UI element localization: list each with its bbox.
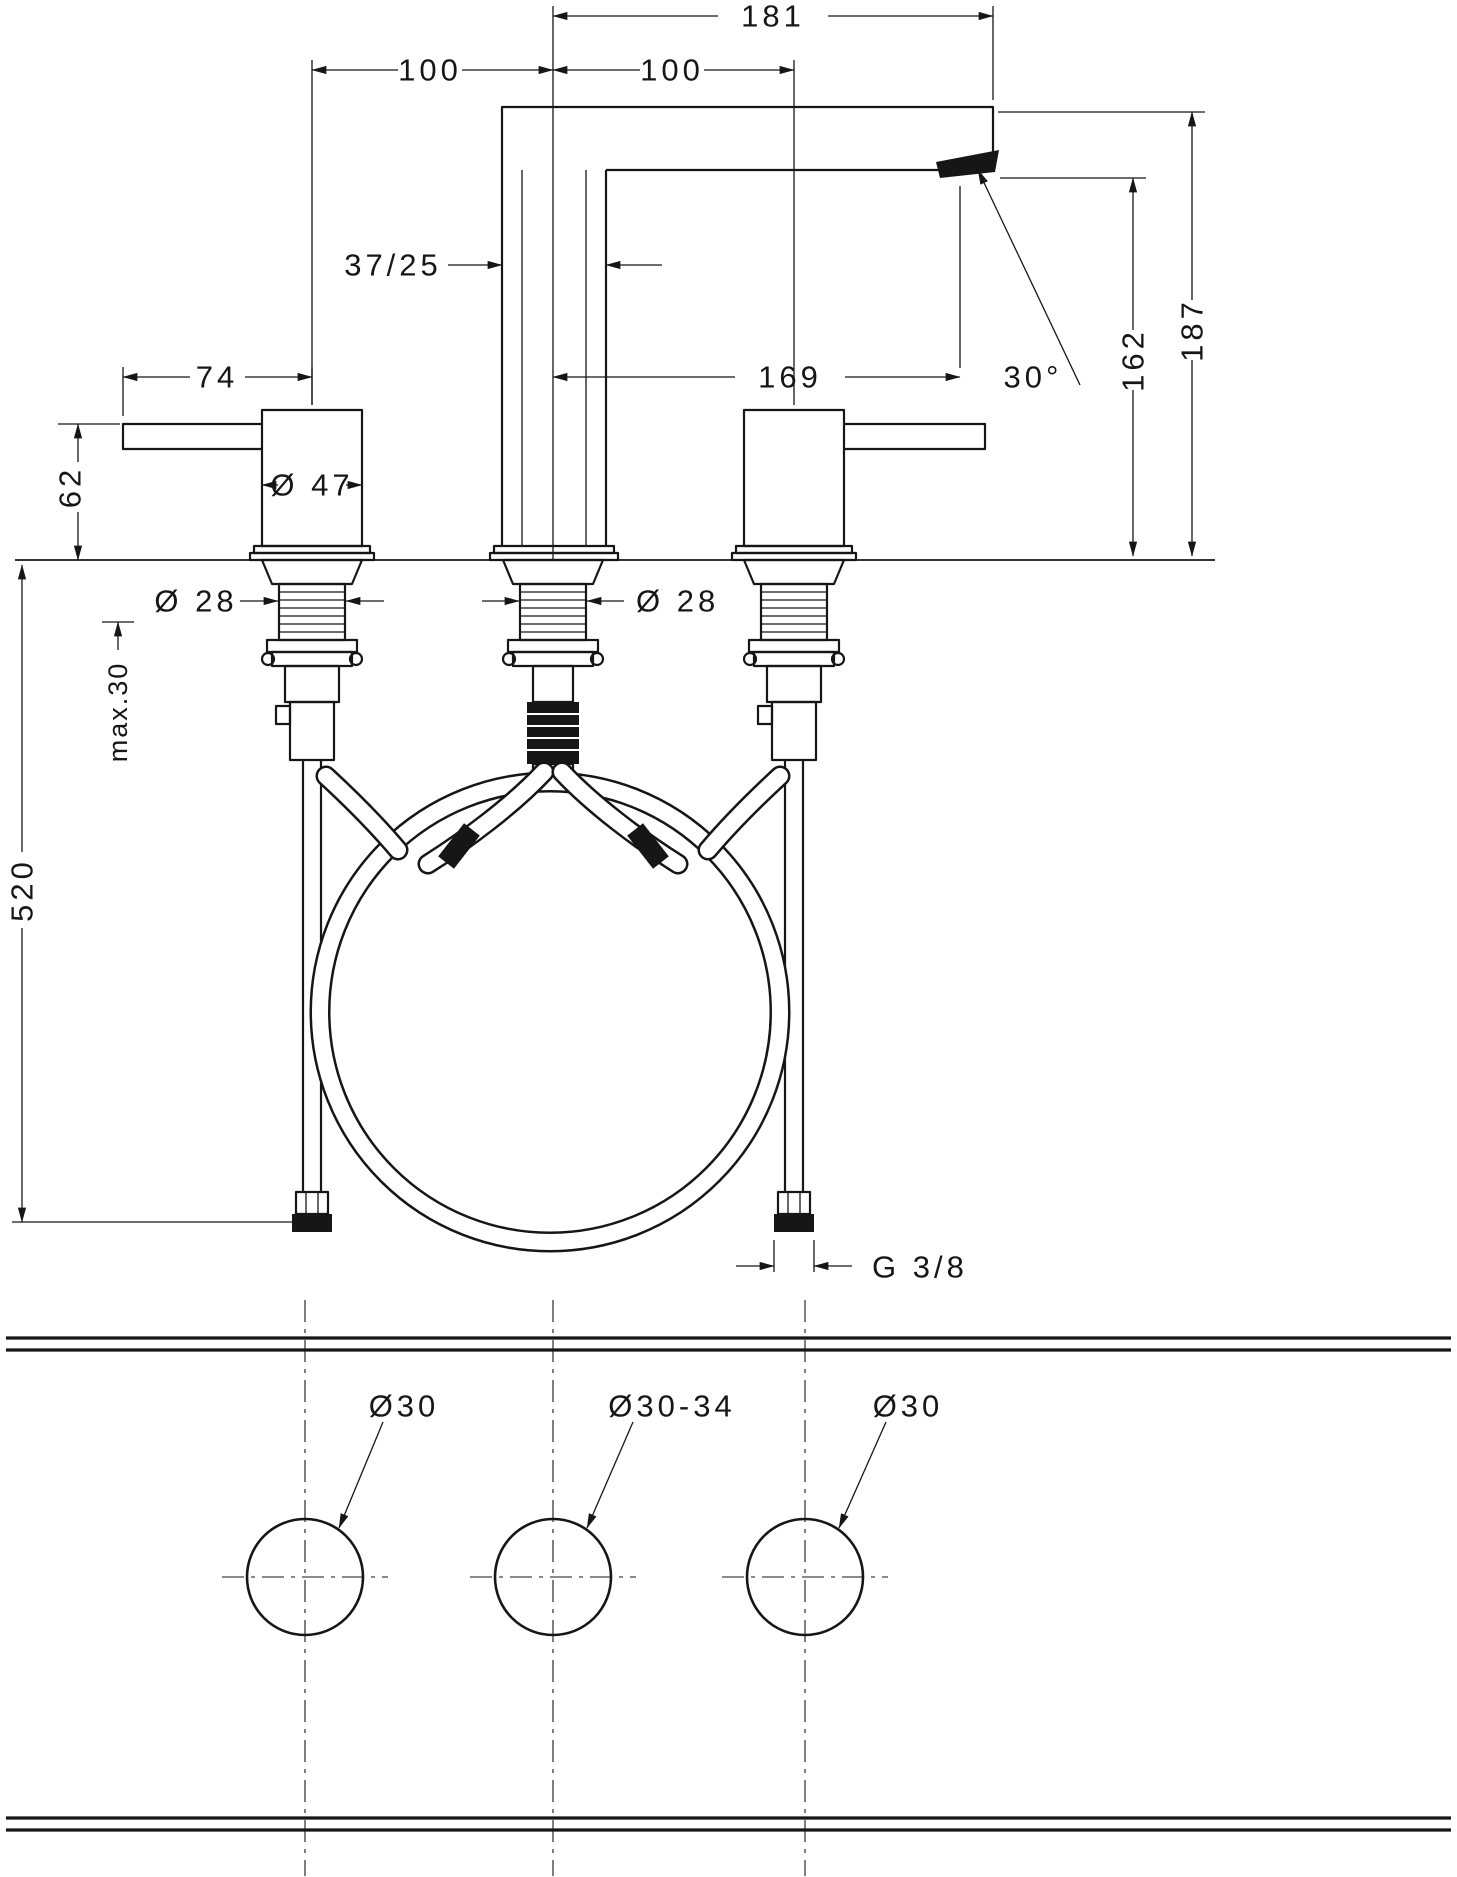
hose-connector-right	[627, 823, 669, 869]
dim-label-g38: G 3/8	[872, 1250, 968, 1285]
dimension-62: 62	[53, 423, 88, 561]
left-handle	[121, 408, 376, 562]
dimension-30-degrees: 30°	[977, 169, 1081, 395]
hole-label-left: Ø30	[369, 1389, 440, 1424]
dim-label-max30: max.30	[103, 662, 133, 763]
dimension-520: 520	[5, 564, 40, 1223]
supply-hoses	[309, 761, 791, 1253]
hole-label-right: Ø30	[873, 1389, 944, 1424]
dim-label-62: 62	[53, 466, 88, 508]
hole-center	[493, 1517, 613, 1637]
dim-label-28-center: Ø 28	[636, 584, 719, 619]
dim-label-74: 74	[196, 360, 238, 395]
dim-label-181: 181	[741, 0, 805, 34]
hole-left	[245, 1517, 365, 1637]
center-shank-assembly	[501, 558, 605, 786]
dim-label-169: 169	[758, 360, 822, 395]
hose-connector-left	[438, 823, 480, 869]
spout-outline	[488, 105, 999, 562]
spout-aerator	[936, 150, 999, 178]
dimension-max30: max.30	[103, 621, 133, 763]
dim-label-37-25: 37/25	[344, 248, 442, 283]
hole-right	[745, 1517, 865, 1637]
dimension-28-left: Ø 28	[154, 584, 384, 619]
dimension-47: Ø 47	[261, 468, 363, 503]
hole-label-center: Ø30-34	[608, 1389, 735, 1424]
dimension-100-left: 100	[311, 53, 554, 88]
dimension-169: 169	[552, 360, 961, 395]
dimension-28-center: Ø 28	[482, 584, 719, 619]
dim-label-187: 187	[1175, 298, 1210, 362]
dim-label-162: 162	[1116, 328, 1151, 392]
dimension-181: 181	[552, 0, 994, 34]
dim-label-30deg: 30°	[1004, 360, 1063, 395]
dimension-37-25: 37/25	[344, 248, 662, 283]
dimension-187: 187	[1175, 111, 1210, 557]
countertop-section: Ø30 Ø30-34 Ø30	[6, 1300, 1451, 1876]
dimension-g38: G 3/8	[736, 1250, 968, 1285]
dim-label-100-right: 100	[640, 53, 704, 88]
dimension-100-right: 100	[552, 53, 795, 88]
dim-label-520: 520	[5, 858, 40, 922]
dimension-162: 162	[1116, 177, 1151, 557]
dim-label-28-left: Ø 28	[154, 584, 237, 619]
dim-label-47: Ø 47	[270, 468, 353, 503]
extension-lines	[12, 6, 1205, 1272]
dimension-74: 74	[122, 360, 313, 395]
right-handle	[730, 408, 987, 562]
dim-label-100-left: 100	[398, 53, 462, 88]
